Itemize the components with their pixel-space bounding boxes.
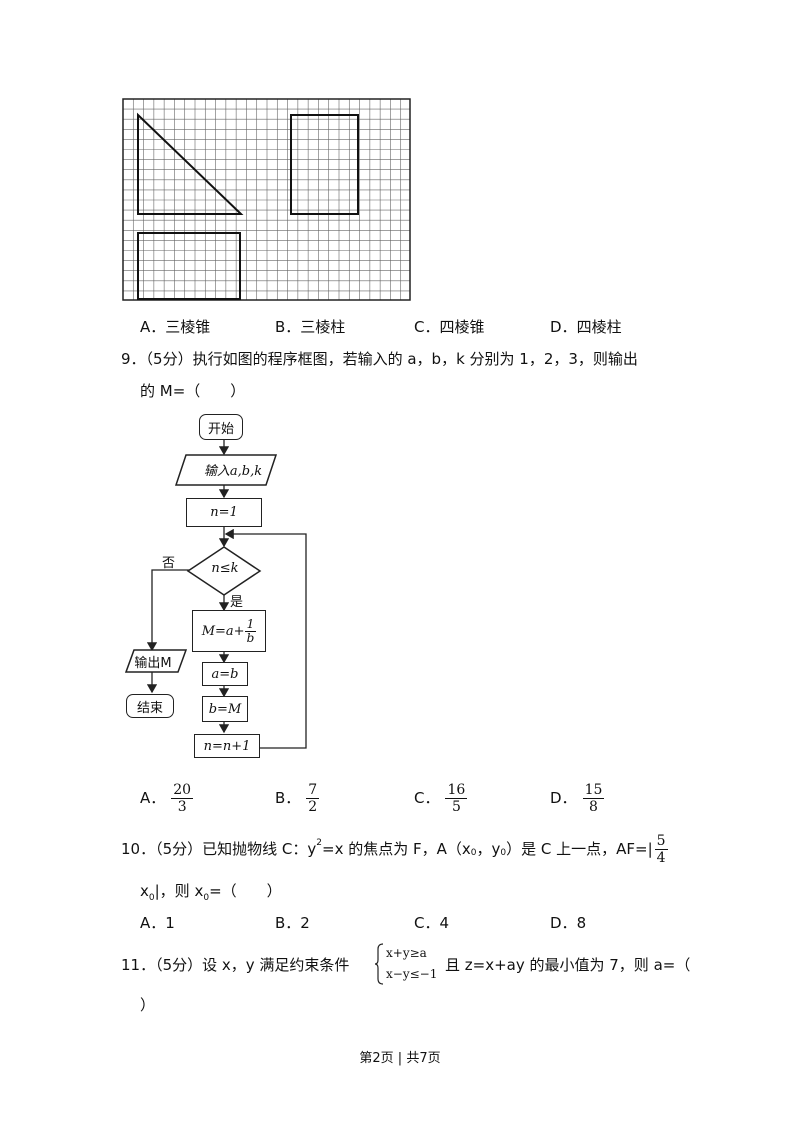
decision-diamond [186,546,262,596]
top-view-rectangle [137,232,241,300]
q9-stem-line2: 的 M=（ ） [140,382,246,400]
flow-start: 开始 [199,414,243,440]
q11-stem-prefix: 11．（5分）设 x，y 满足约束条件 [121,956,350,974]
q11-stem-line2: ） [140,996,156,1014]
triangle-view [137,112,244,215]
flow-increment: n=n+1 [194,734,260,758]
q9-stem-line1: 9．（5分）执行如图的程序框图，若输入的 a，b，k 分别为 1，2，3，则输出 [121,350,638,368]
flow-end: 结束 [126,694,174,718]
flow-input: 输入a,b,k [203,464,263,479]
q10-option-c: C．4 [414,914,450,932]
q11-constraint-system: x+y≥a x−y≤−1 [374,943,440,985]
q8-option-d: D．四棱柱 [550,318,622,336]
side-view-rectangle [290,114,359,215]
q10-option-d: D．8 [550,914,587,932]
three-view-grid-figure [122,98,411,301]
left-brace-icon [374,943,384,985]
q8-option-a: A．三棱锥 [140,318,211,336]
q8-option-b: B．三棱柱 [275,318,346,336]
page-footer: 第2页 | 共7页 [359,1051,441,1066]
q10-option-b: B．2 [275,914,310,932]
flow-output: 输出M [134,656,172,671]
q11-stem-suffix: 且 z=x+ay 的最小值为 7，则 a=（ [445,956,691,974]
q11-constraint-2: x−y≤−1 [386,967,438,981]
flow-condition: n≤k [211,561,239,576]
flow-no-label: 否 [162,556,176,571]
q8-option-c: C．四棱锥 [414,318,485,336]
flow-init: n=1 [186,498,262,527]
flowchart-connectors [124,439,307,749]
q11-constraint-1: x+y≥a [386,946,427,960]
q10-stem-line2: x0|，则 x0=（ ） [140,882,282,903]
flow-assign-b: b=M [202,696,248,722]
flow-assign-a: a=b [202,662,248,686]
q10-option-a: A．1 [140,914,175,932]
flow-yes-label: 是 [230,595,244,610]
